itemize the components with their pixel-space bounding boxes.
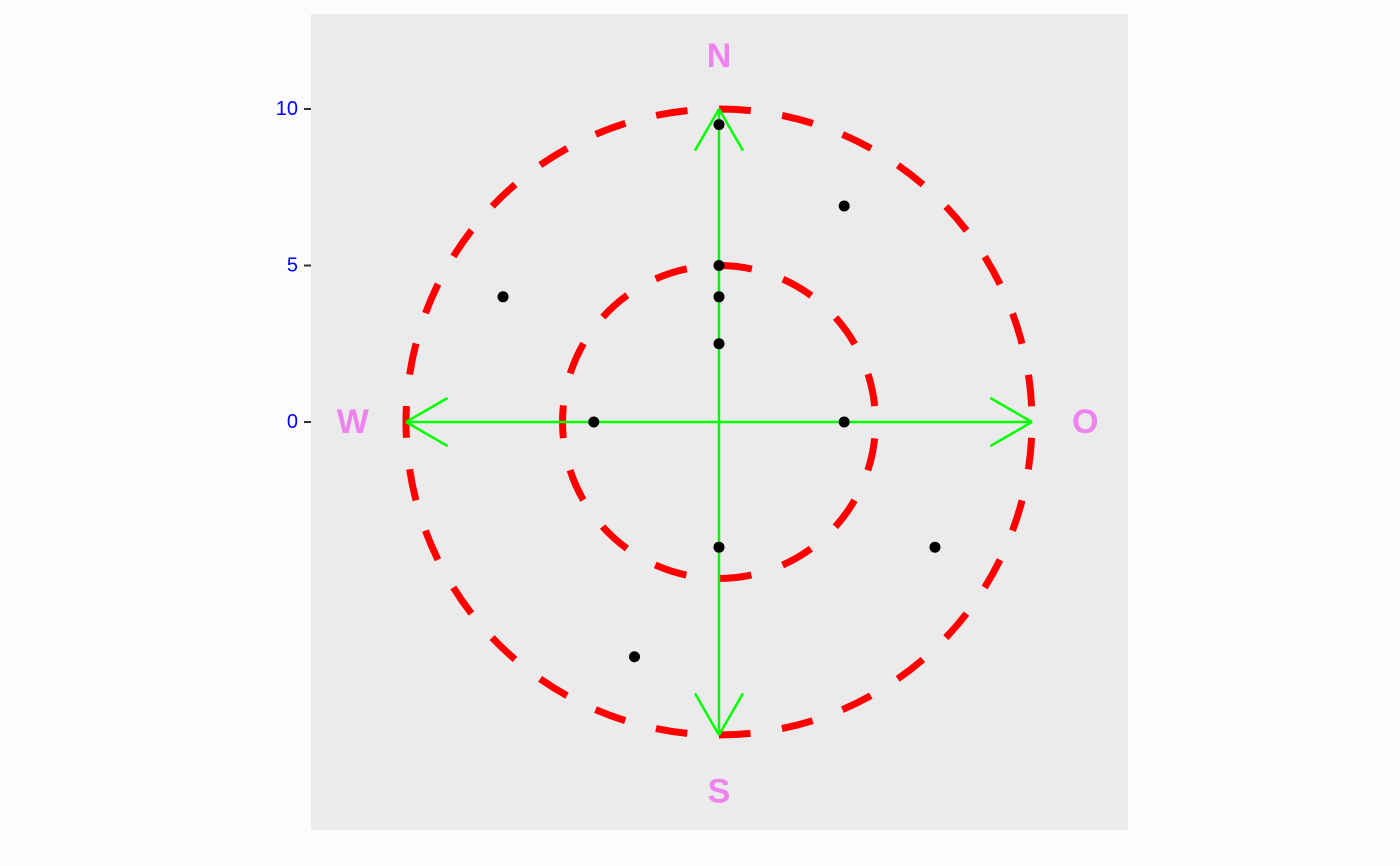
compass-label-O: O	[1072, 403, 1098, 441]
data-point	[588, 416, 600, 428]
data-point	[713, 541, 725, 553]
y-tick-label: 5	[287, 255, 298, 277]
data-point	[838, 416, 850, 428]
arrow-W	[405, 396, 719, 448]
compass-label-W: W	[337, 403, 370, 441]
compass-label-S: S	[708, 772, 731, 810]
arrows-layer	[405, 108, 1033, 736]
data-point	[497, 291, 509, 303]
y-tick-label: 10	[276, 98, 298, 120]
data-point	[838, 200, 850, 212]
arrow-O	[719, 396, 1033, 448]
data-point	[713, 338, 725, 350]
points-layer	[497, 119, 941, 663]
data-point	[713, 119, 725, 131]
data-point	[713, 291, 725, 303]
compass-label-N: N	[707, 37, 732, 75]
data-point	[929, 541, 941, 553]
y-tick-label: 0	[287, 411, 298, 433]
arrow-S	[693, 422, 745, 736]
compass-labels: N S W O	[337, 37, 1099, 811]
y-axis: 10 5 0	[276, 98, 311, 433]
data-point	[628, 651, 640, 663]
data-point	[713, 260, 725, 271]
